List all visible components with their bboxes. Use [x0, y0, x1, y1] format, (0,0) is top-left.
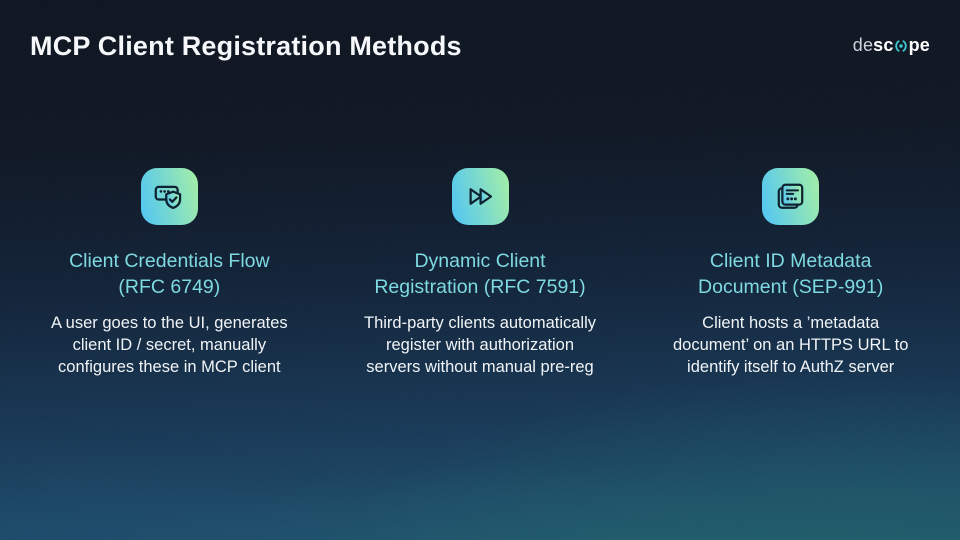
body-line: Client hosts a ’metadata: [702, 314, 880, 332]
heading-line: Registration (RFC 7591): [374, 276, 586, 298]
body-line: configures these in MCP client: [58, 358, 281, 376]
column-heading: Client Credentials Flow (RFC 6749): [69, 248, 270, 300]
column-client-id-metadata: Client ID Metadata Document (SEP-991) Cl…: [635, 168, 946, 378]
heading-line: Client ID Metadata: [709, 250, 872, 272]
heading-line: Document (SEP-991): [698, 276, 884, 298]
column-body: Client hosts a ’metadata document’ on an…: [673, 312, 908, 378]
column-heading: Client ID Metadata Document (SEP-991): [698, 248, 883, 300]
body-line: identify itself to AuthZ server: [687, 358, 895, 376]
heading-line: Dynamic Client: [414, 250, 546, 272]
body-line: document’ on an HTTPS URL to: [672, 336, 909, 354]
heading-line: (RFC 6749): [118, 276, 221, 298]
logo-text-de: de: [852, 35, 874, 55]
body-line: client ID / secret, manually: [72, 336, 267, 354]
heading-line: Client Credentials Flow: [69, 250, 270, 272]
credentials-shield-check-icon: [140, 168, 198, 225]
column-body: Third-party clients automatically regist…: [364, 312, 596, 378]
body-line: Third-party clients automatically: [364, 314, 596, 332]
column-client-credentials: Client Credentials Flow (RFC 6749) A use…: [14, 168, 325, 378]
body-line: servers without manual pre-reg: [366, 358, 594, 376]
column-heading: Dynamic Client Registration (RFC 7591): [374, 248, 585, 300]
body-line: register with authorization: [385, 336, 574, 354]
column-dynamic-registration: Dynamic Client Registration (RFC 7591) T…: [325, 168, 636, 378]
page-title: MCP Client Registration Methods: [30, 31, 462, 61]
metadata-document-icon: [762, 168, 820, 225]
fast-forward-icon: [451, 168, 509, 225]
column-body: A user goes to the UI, generates client …: [51, 312, 288, 378]
logo-text-sc: sc: [873, 35, 894, 55]
logo-text-pe: pe: [908, 35, 930, 55]
body-line: A user goes to the UI, generates: [51, 314, 288, 332]
descope-target-o-icon: [895, 40, 907, 52]
columns-row: Client Credentials Flow (RFC 6749) A use…: [0, 168, 960, 378]
